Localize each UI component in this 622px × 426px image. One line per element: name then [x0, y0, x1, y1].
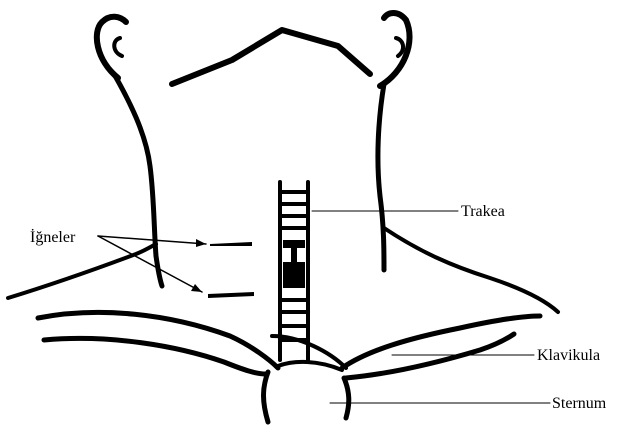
- label-trachea: Trakea: [461, 203, 505, 220]
- right-ear: [380, 13, 410, 86]
- needle-upper: [210, 242, 252, 246]
- sternum-shape: [264, 362, 349, 422]
- jaw-outline: [172, 30, 370, 84]
- leader-lines: [312, 211, 550, 403]
- right-shoulder: [384, 228, 558, 312]
- right-clavicle: [272, 316, 540, 378]
- label-needles: İğneler: [30, 228, 76, 246]
- neck-right-side: [378, 84, 384, 270]
- trachea-shape: [280, 182, 308, 360]
- needle-lower: [208, 292, 254, 298]
- label-sternum: Sternum: [552, 395, 607, 412]
- left-shoulder: [8, 244, 156, 298]
- left-clavicle: [38, 312, 278, 374]
- label-clavicle: Klavikula: [537, 347, 600, 364]
- left-ear: [97, 17, 126, 78]
